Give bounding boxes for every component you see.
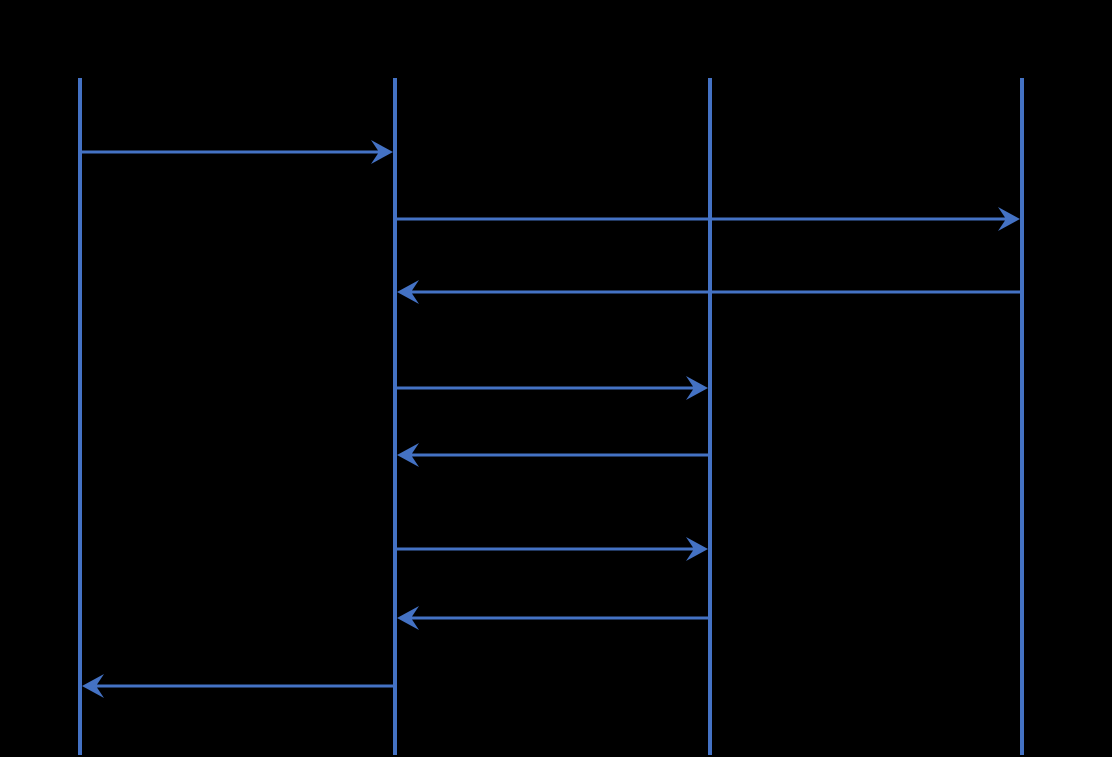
message-3-arrowhead-icon [397,280,419,304]
message-2 [397,207,1020,231]
message-8-arrowhead-icon [82,674,104,698]
message-5 [397,443,708,467]
message-5-arrowhead-icon [397,443,419,467]
message-1-arrowhead-icon [371,140,393,164]
message-3 [397,280,1020,304]
message-8 [82,674,393,698]
message-2-arrowhead-icon [998,207,1020,231]
message-4-arrowhead-icon [686,376,708,400]
message-6 [397,537,708,561]
message-6-arrowhead-icon [686,537,708,561]
message-4 [397,376,708,400]
message-1 [82,140,393,164]
message-7 [397,606,708,630]
message-7-arrowhead-icon [397,606,419,630]
